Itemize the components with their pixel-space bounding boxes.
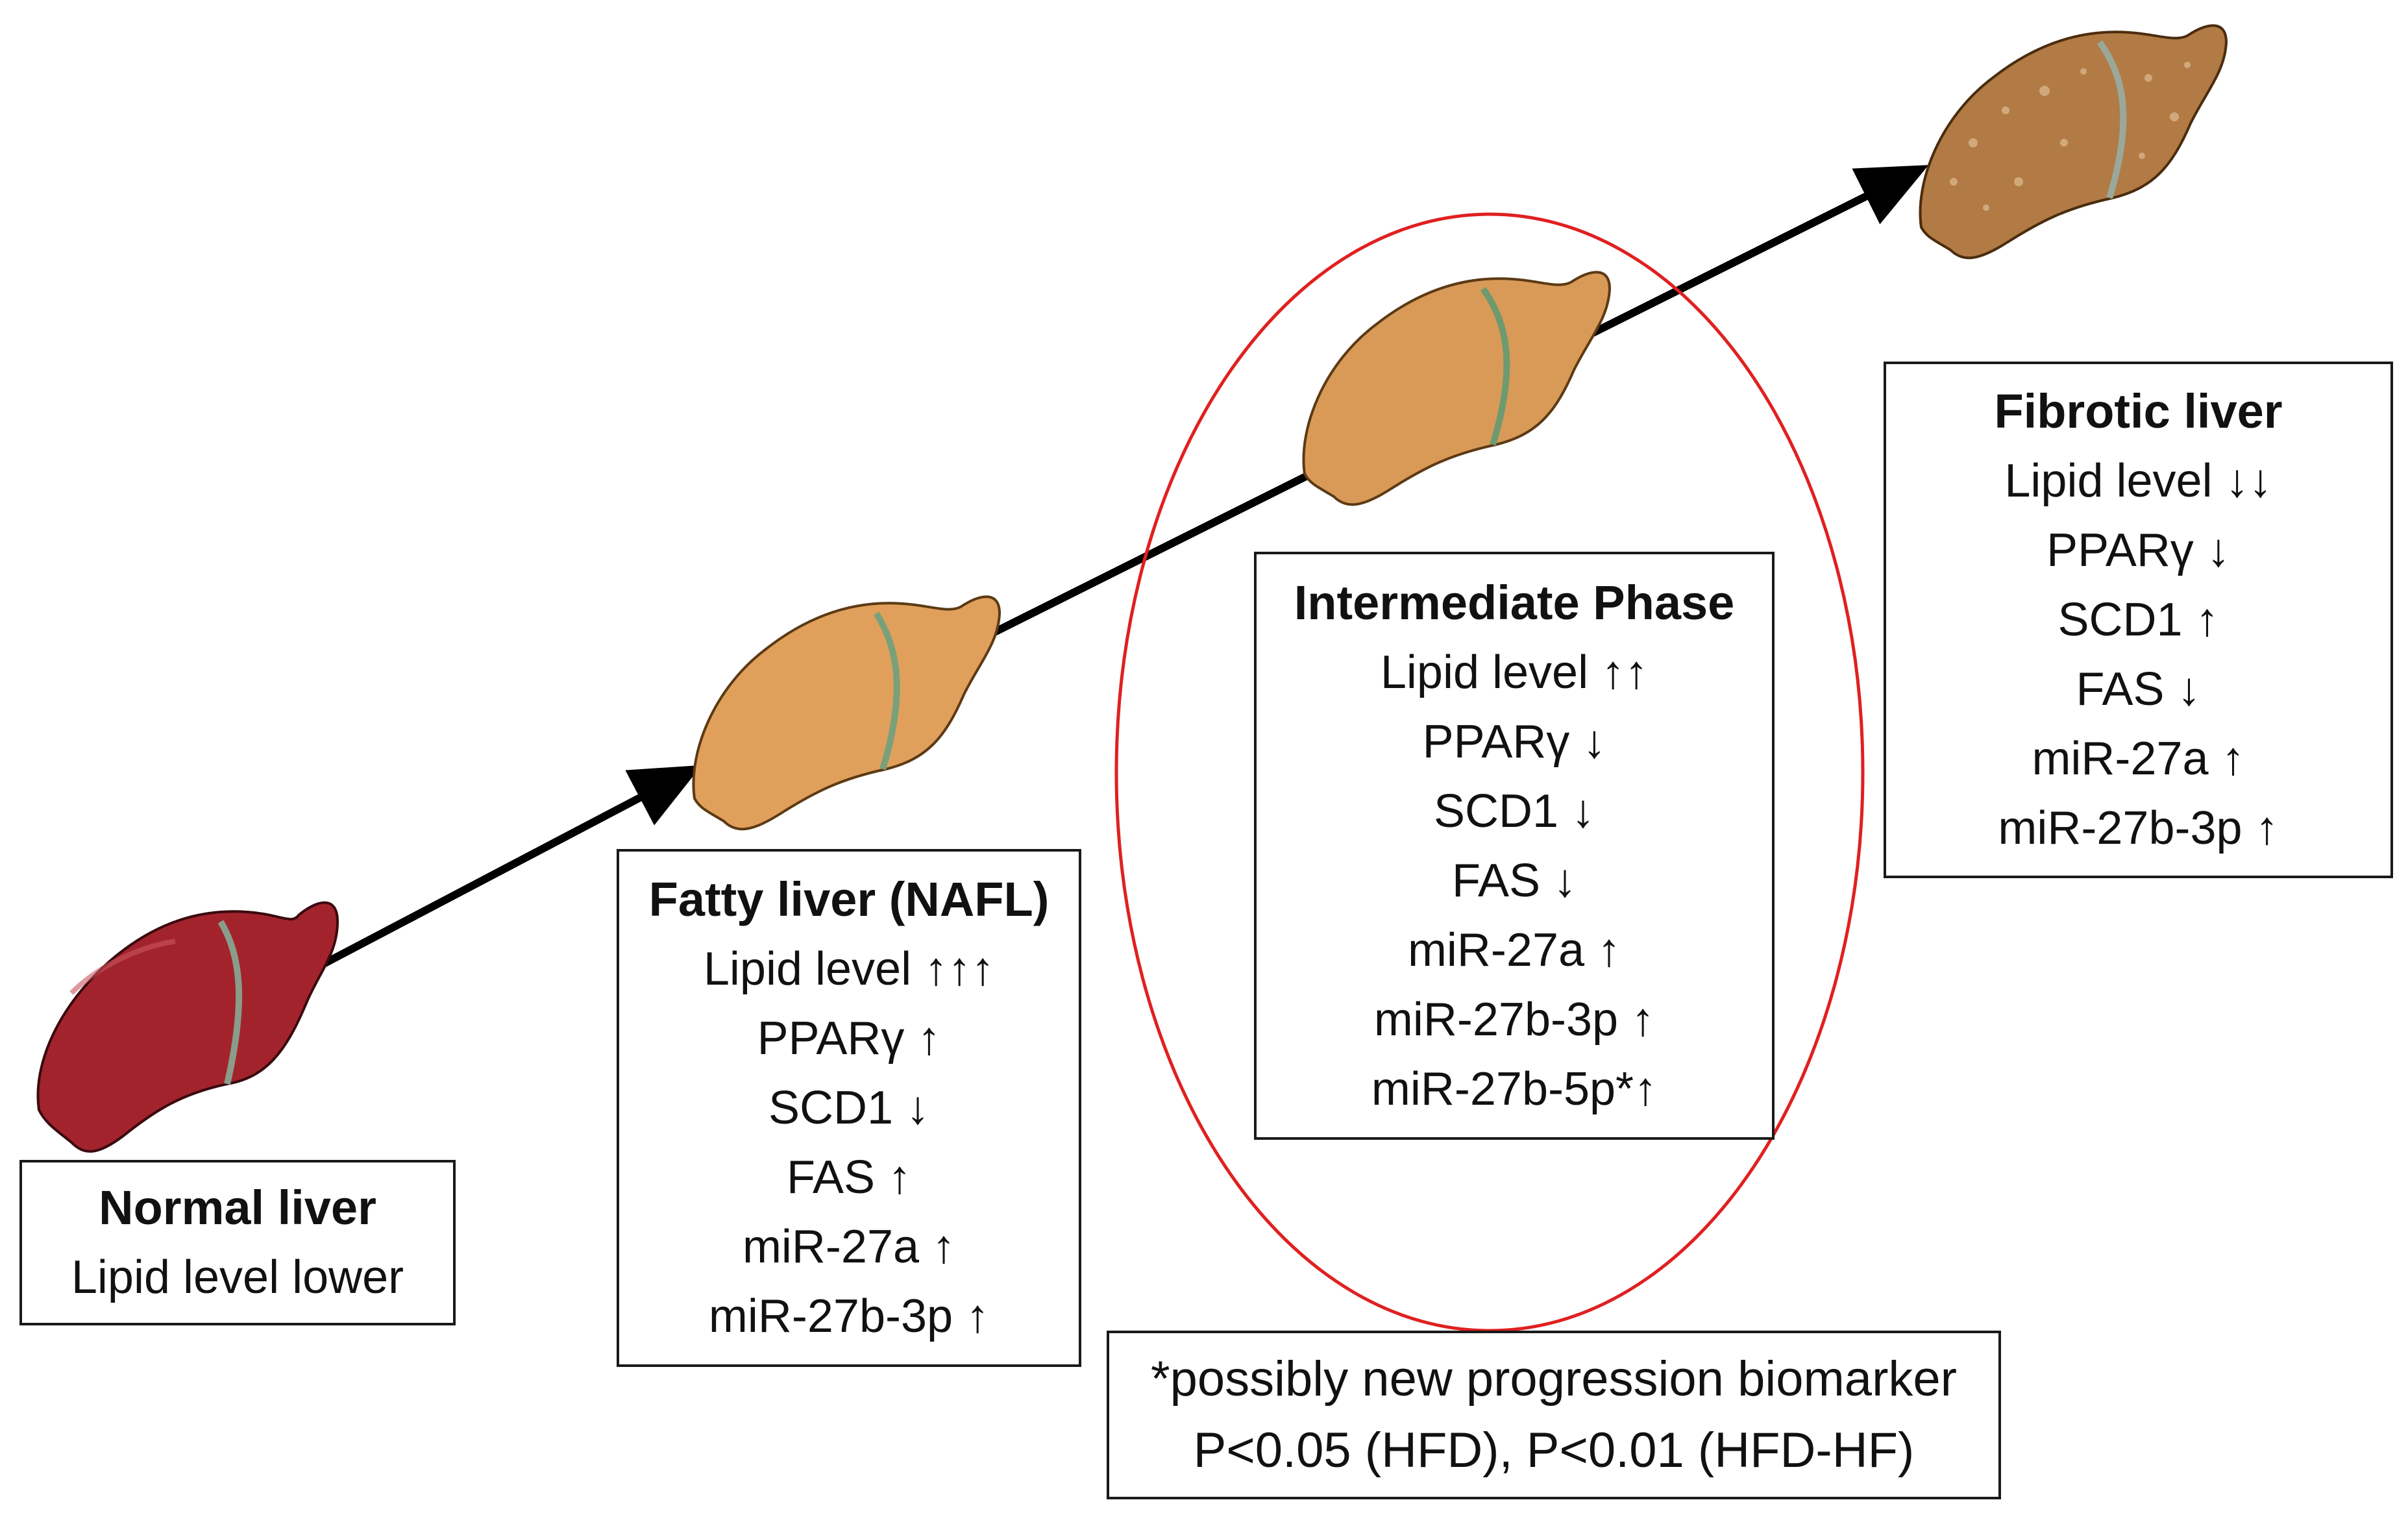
intermediate-pparg: PPARγ ↓ bbox=[1422, 715, 1606, 768]
fibrotic-mir-27a: miR-27a ↑ bbox=[2032, 733, 2245, 785]
fibrotic-lipid-level: Lipid level ↓↓ bbox=[2004, 455, 2272, 507]
nafl-liver-illustration bbox=[692, 595, 1001, 831]
progression-arrow-1 bbox=[303, 765, 702, 978]
fibrotic-liver-illustration bbox=[1919, 24, 2228, 260]
normal-liver-box: Normal liver Lipid level lower bbox=[19, 1160, 456, 1325]
intermediate-scd1: SCD1 ↓ bbox=[1433, 785, 1595, 837]
fibrotic-title: Fibrotic liver bbox=[1994, 384, 2283, 438]
fibrotic-fas: FAS ↓ bbox=[2076, 663, 2201, 715]
fibrotic-mir-27b-3p: miR-27b-3p ↑ bbox=[1998, 802, 2279, 854]
nafl-box: Fatty liver (NAFL) Lipid level ↑↑↑ PPARγ… bbox=[617, 849, 1081, 1367]
nafl-lipid-level: Lipid level ↑↑↑ bbox=[703, 943, 995, 995]
nafl-fas: FAS ↑ bbox=[786, 1151, 912, 1203]
nafl-pparg: PPARγ ↑ bbox=[757, 1013, 941, 1064]
footnote-biomarker: *possibly new progression biomarker bbox=[1151, 1351, 1957, 1407]
intermediate-fas: FAS ↓ bbox=[1451, 854, 1577, 907]
fibrotic-box: Fibrotic liver Lipid level ↓↓ PPARγ ↓ SC… bbox=[1884, 362, 2393, 878]
intermediate-lipid-level: Lipid level ↑↑ bbox=[1380, 646, 1649, 698]
intermediate-mir-27b-5p: miR-27b-5p*↑ bbox=[1371, 1063, 1658, 1115]
nafl-scd1: SCD1 ↓ bbox=[768, 1082, 930, 1134]
nafl-mir-27a: miR-27a ↑ bbox=[742, 1221, 956, 1273]
intermediate-title: Intermediate Phase bbox=[1294, 575, 1735, 630]
intermediate-mir-27a: miR-27a ↑ bbox=[1407, 924, 1621, 976]
intermediate-mir-27b-3p: miR-27b-3p ↑ bbox=[1373, 993, 1655, 1046]
normal-liver-title: Normal liver bbox=[99, 1181, 376, 1235]
footnote-pvalues: P<0.05 (HFD), P<0.01 (HFD-HF) bbox=[1193, 1423, 1915, 1478]
intermediate-box: Intermediate Phase Lipid level ↑↑ PPARγ … bbox=[1254, 552, 1775, 1140]
footnote-box: *possibly new progression biomarker P<0.… bbox=[1107, 1331, 2001, 1499]
nafl-title: Fatty liver (NAFL) bbox=[648, 872, 1050, 926]
fibrotic-pparg: PPARγ ↓ bbox=[2046, 524, 2230, 576]
fibrotic-scd1: SCD1 ↑ bbox=[2058, 594, 2219, 646]
normal-liver-line-1: Lipid level lower bbox=[71, 1251, 404, 1303]
intermediate-liver-illustration bbox=[1302, 271, 1612, 506]
normal-liver-illustration bbox=[36, 901, 339, 1153]
nafl-mir-27b-3p: miR-27b-3p ↑ bbox=[708, 1290, 990, 1342]
